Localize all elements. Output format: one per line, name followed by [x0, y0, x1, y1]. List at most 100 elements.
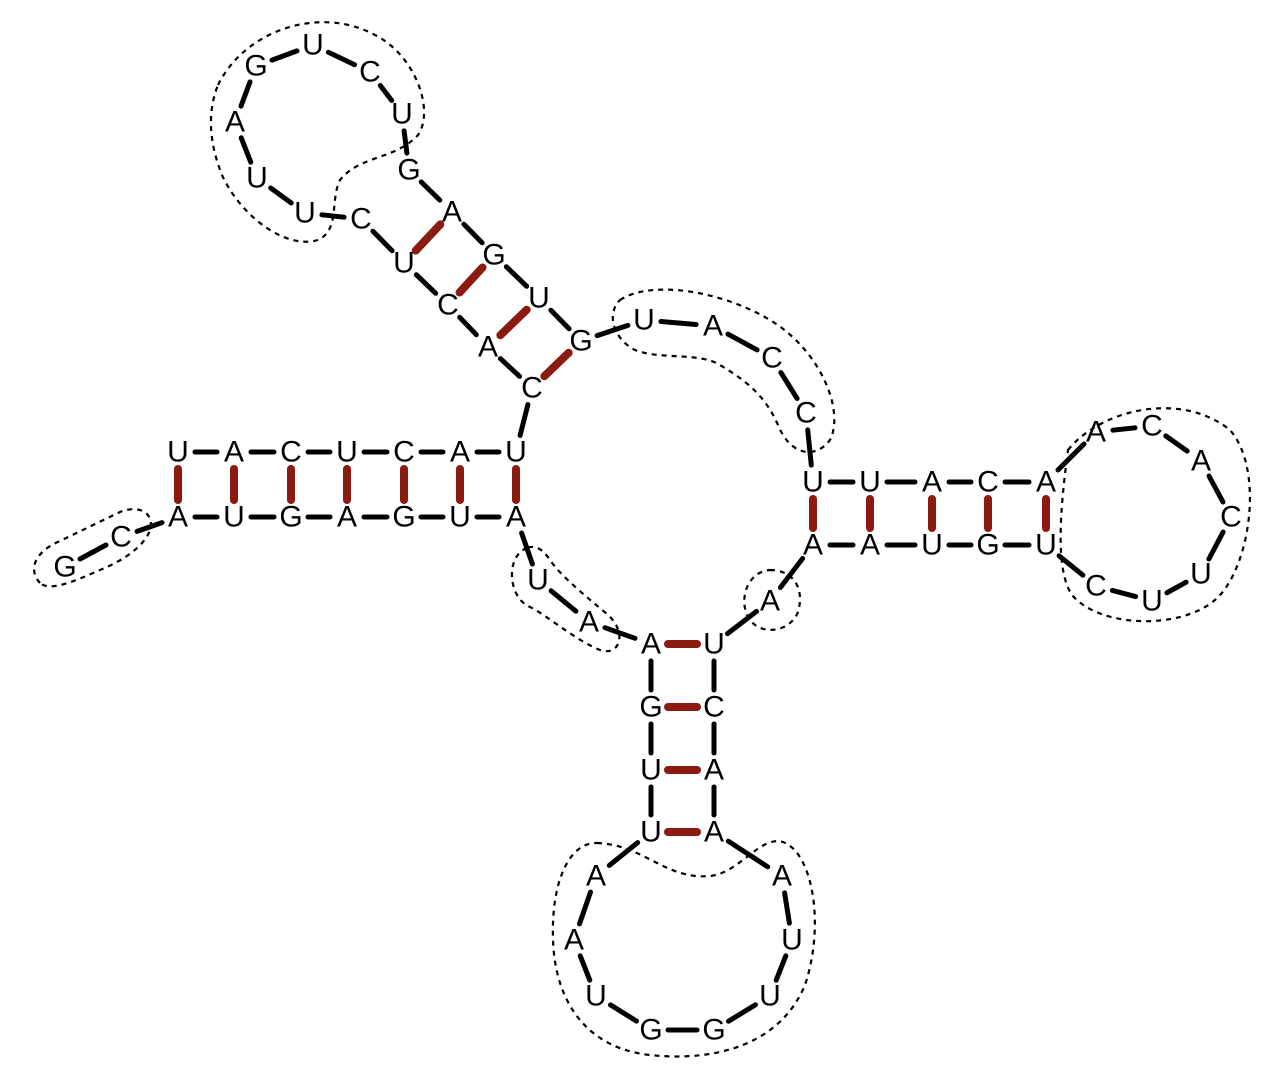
base-pair-19	[455, 263, 487, 297]
base-pair-20	[411, 220, 445, 255]
nucleotide-72: A	[224, 436, 244, 469]
nucleotide-60: U	[246, 162, 268, 195]
nucleotide-19: G	[639, 1014, 662, 1047]
nucleotide-33: U	[1035, 529, 1057, 562]
backbone-link-1	[77, 542, 109, 562]
backbone-link-18	[608, 1002, 639, 1024]
nucleotide-1: G	[53, 551, 76, 584]
backbone-link-39	[1110, 425, 1138, 433]
backbone-link-10	[548, 588, 579, 614]
nucleotide-6: A	[337, 501, 357, 534]
backbone-link-56	[325, 49, 358, 68]
nucleotide-26: C	[703, 691, 725, 724]
nucleotide-15: U	[640, 816, 662, 849]
outline-right-loop	[1059, 407, 1252, 623]
nucleotide-27: U	[703, 628, 725, 661]
nucleotide-64: C	[437, 289, 459, 322]
nucleotide-9: A	[506, 501, 526, 534]
nucleotide-35: U	[1141, 585, 1163, 618]
backbone-link-57	[269, 48, 300, 63]
outline-top-loop	[209, 21, 426, 243]
nucleotide-42: C	[977, 466, 999, 499]
backbone-link-58	[238, 79, 253, 109]
nucleotide-4: U	[223, 501, 245, 534]
backbone-link-54	[401, 128, 410, 156]
backbone-link-21	[773, 953, 789, 983]
backbone-link-38	[1163, 433, 1190, 454]
backbone-link-37	[1206, 473, 1226, 505]
backbone-link-61	[319, 212, 347, 220]
backbone-link-20	[726, 1002, 758, 1024]
nucleotide-45: U	[802, 466, 824, 499]
nucleotide-54: G	[397, 154, 420, 187]
nucleotide-56: C	[359, 56, 381, 89]
nucleotide-21: U	[759, 980, 781, 1013]
nucleotide-70: U	[336, 436, 358, 469]
backbone-link-16	[577, 889, 593, 927]
nucleotide-43: A	[922, 466, 942, 499]
nucleotide-36: U	[1190, 558, 1212, 591]
nucleotide-29: A	[803, 529, 823, 562]
backbone-link-27	[725, 608, 759, 637]
nucleotide-20: G	[702, 1014, 725, 1047]
nucleotide-18: U	[585, 980, 607, 1013]
backbone-link-35	[1164, 579, 1189, 596]
nucleotide-41: A	[1036, 466, 1056, 499]
outline-junction-uacc	[611, 288, 836, 454]
nucleotide-37: C	[1220, 501, 1242, 534]
nucleotide-49: U	[633, 304, 655, 337]
backbone-link-50	[548, 307, 572, 332]
nucleotide-73: U	[167, 436, 189, 469]
nucleotide-68: A	[450, 436, 470, 469]
nucleotide-51: U	[528, 282, 550, 315]
nucleotide-38: A	[1191, 445, 1211, 478]
unpaired-region-outlines	[32, 21, 1252, 1058]
nucleotide-22: U	[781, 924, 803, 957]
backbone-link-15	[606, 840, 641, 868]
nucleotide-7: G	[392, 501, 415, 534]
nucleotide-39: C	[1141, 410, 1163, 443]
backbone-link-51	[503, 264, 530, 289]
base-pair-18	[496, 305, 531, 340]
nucleotide-16: A	[586, 860, 606, 893]
backbone	[77, 48, 1226, 1033]
backbone-link-52	[461, 221, 485, 246]
outline-junction-ua-left	[510, 545, 621, 653]
backbone-link-40	[1055, 441, 1087, 473]
backbone-link-63	[413, 272, 439, 296]
nucleotide-57: U	[302, 29, 324, 62]
nucleotide-31: U	[921, 529, 943, 562]
nucleotide-2: C	[110, 521, 132, 554]
nucleotide-61: U	[294, 197, 316, 230]
nucleotide-58: G	[244, 50, 267, 83]
nucleotide-17: A	[564, 924, 584, 957]
nucleotide-62: C	[350, 203, 372, 236]
nucleotide-55: U	[391, 98, 413, 131]
nucleotide-14: U	[640, 754, 662, 787]
nucleotide-50: G	[569, 325, 592, 358]
nucleotide-11: A	[579, 606, 599, 639]
nucleotide-53: A	[442, 196, 462, 229]
nucleotide-34: C	[1085, 570, 1107, 603]
backbone-link-2	[134, 520, 165, 534]
nucleotide-32: G	[976, 529, 999, 562]
nucleotide-28: A	[760, 585, 780, 618]
base-pair-bonds	[174, 220, 1050, 836]
backbone-link-45	[805, 427, 814, 468]
nucleotide-12: A	[641, 628, 661, 661]
nucleotide-47: C	[761, 342, 783, 375]
nucleotide-52: G	[482, 239, 505, 272]
nucleotide-46: C	[795, 397, 817, 430]
nucleotide-66: C	[521, 372, 543, 405]
nucleotide-67: U	[505, 436, 527, 469]
nucleotide-40: A	[1086, 416, 1106, 449]
backbone-link-59	[238, 135, 254, 165]
nucleotide-3: A	[168, 501, 188, 534]
nucleotide-24: A	[704, 816, 724, 849]
backbone-link-65	[497, 356, 523, 379]
base-pair-17	[540, 348, 573, 381]
backbone-link-48	[658, 319, 699, 327]
nucleotide-71: C	[280, 436, 302, 469]
